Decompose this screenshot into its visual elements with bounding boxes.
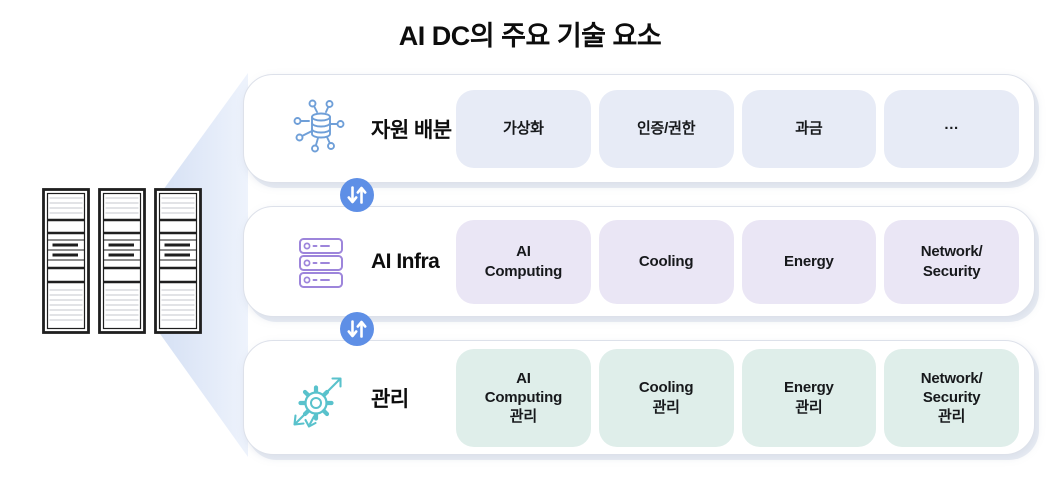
chip-network-security: Network/ Security [884,219,1019,304]
server-rack [98,188,146,334]
row-label-management: 관리 [371,387,409,411]
chip-cooling: Cooling [598,219,734,304]
page-title: AI DC의 주요 기술 요소 [398,21,662,51]
chip-group-management: AI Computing 관리 Cooling 관리 Energy 관리 Net… [456,341,1019,454]
server-racks-icon [42,188,202,334]
chip-group-resource-allocation: 가상화 인증/권한 과금 ··· [456,75,1019,182]
chip-billing: 과금 [741,89,877,168]
row-label-resource-allocation: 자원 배분 [371,118,452,142]
chip-ai-computing: AI Computing [456,219,591,304]
server-rack [42,188,90,334]
server-rack [154,188,202,334]
chip-ai-computing-management: AI Computing 관리 [456,348,591,447]
server-stack-icon [299,237,343,288]
up-down-arrows-icon [340,312,374,346]
chip-energy-management: Energy 관리 [741,348,877,447]
row-label-ai-infra: AI Infra [371,249,440,273]
chip-virtualization: 가상화 [456,89,591,168]
layer-row-management: 관리 AI Computing 관리 Cooling 관리 Energy 관리 … [243,340,1035,455]
chip-group-ai-infra: AI Computing Cooling Energy Network/ Sec… [456,207,1019,316]
chip-auth-permission: 인증/권한 [598,89,734,168]
chip-more-ellipsis: ··· [884,89,1019,168]
chip-energy: Energy [741,219,877,304]
layer-row-ai-infra: AI Infra AI Computing Cooling Energy Net… [243,206,1035,317]
up-down-arrows-icon [340,178,374,212]
chip-cooling-management: Cooling 관리 [598,348,734,447]
gear-arrows-icon [293,376,342,428]
distributed-database-icon [293,99,345,152]
layer-row-resource-allocation: 자원 배분 가상화 인증/권한 과금 ··· [243,74,1035,183]
chip-network-security-management: Network/ Security 관리 [884,348,1019,447]
